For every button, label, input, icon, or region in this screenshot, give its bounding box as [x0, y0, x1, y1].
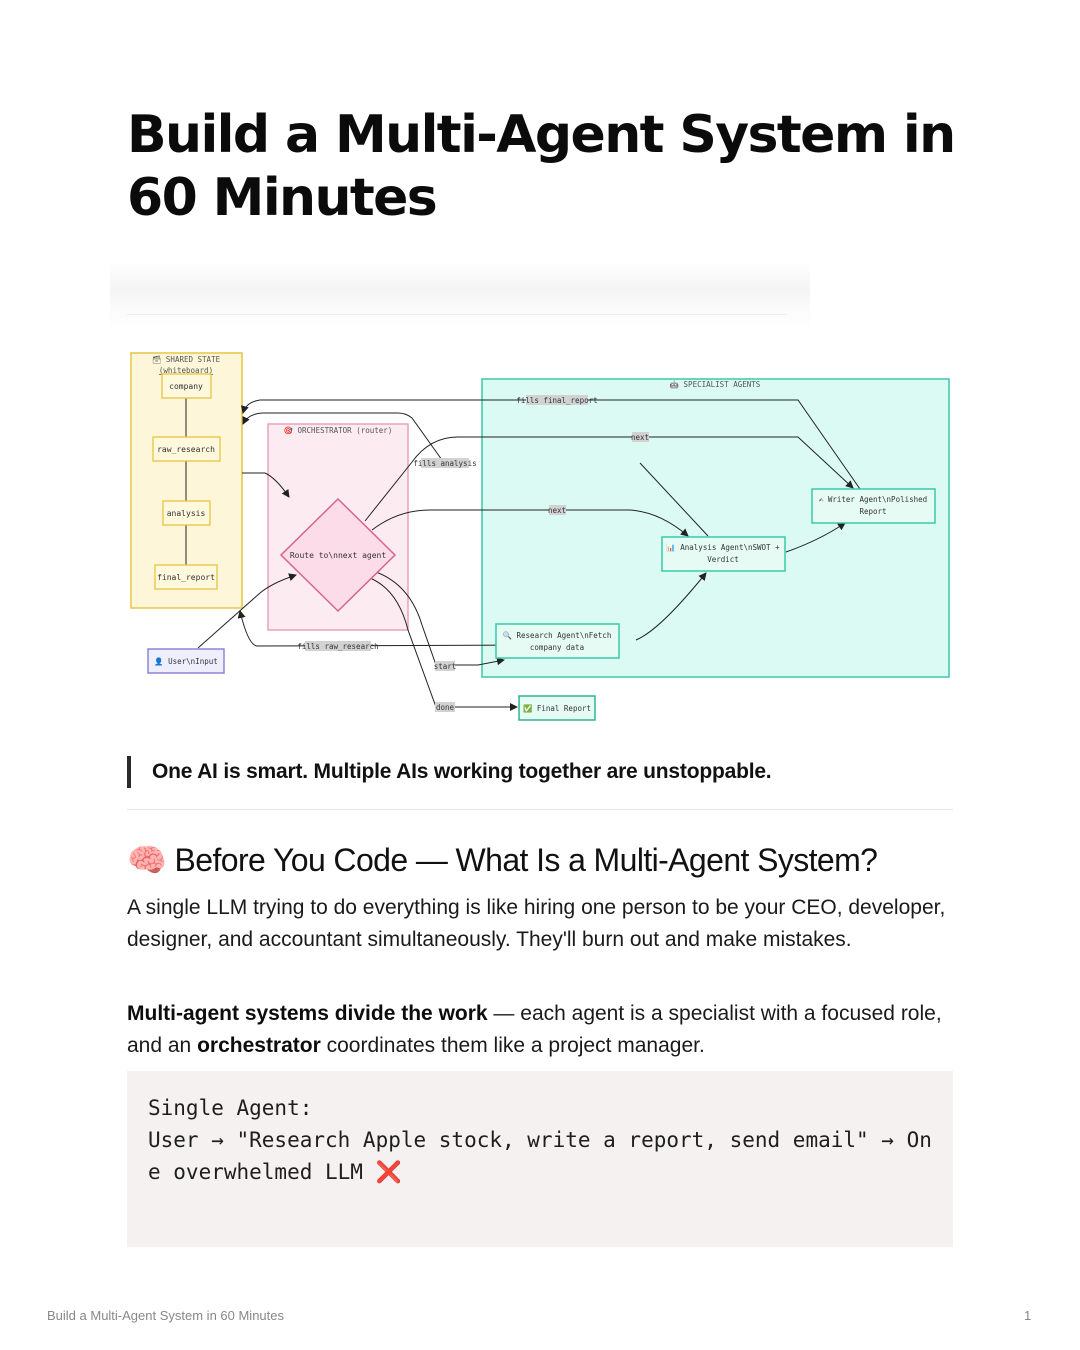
final-report-node	[518, 695, 596, 721]
final-report-label: ✅ Final Report	[523, 704, 591, 713]
shared-state-title: 🗃 SHARED STATE	[152, 355, 221, 364]
multi-agent-paragraph: Multi-agent systems divide the work — ea…	[127, 998, 957, 1062]
state-company-label: company	[169, 382, 203, 391]
para-text: — each agent is a specialist with a focu…	[127, 1002, 942, 1057]
para-text-end: coordinates them like a project manager.	[320, 1034, 705, 1057]
code-line-2: User → "Research Apple stock, write a re…	[148, 1128, 932, 1184]
state-analysis-label: analysis	[167, 509, 206, 518]
edge-label-fills-raw-research: fills raw_research	[297, 642, 378, 651]
section-heading-text: Before You Code — What Is a Multi-Agent …	[174, 842, 878, 878]
faint-image-artifact	[110, 262, 810, 332]
section-heading: 🧠 Before You Code — What Is a Multi-Agen…	[127, 838, 967, 882]
edge-label-next-top: next	[631, 433, 649, 442]
writer-agent-sublabel: Report	[859, 507, 886, 516]
state-raw-research-node	[152, 436, 221, 462]
writer-agent-label: ✍ Writer Agent\nPolished	[819, 495, 927, 504]
bold-orchestrator: orchestrator	[197, 1034, 321, 1057]
router-label: Route to\nnext agent	[290, 551, 387, 560]
research-agent-sublabel: company data	[530, 643, 584, 652]
state-final-report-node	[154, 564, 218, 590]
page-title: Build a Multi-Agent System in 60 Minutes	[127, 105, 956, 228]
research-agent-node	[495, 623, 620, 659]
state-company-node	[161, 373, 212, 399]
analysis-agent-label: 📊 Analysis Agent\nSWOT +	[666, 543, 780, 552]
edge-label-next-mid: next	[548, 506, 566, 515]
state-raw-research-label: raw_research	[157, 445, 215, 454]
footer-title: Build a Multi-Agent System in 60 Minutes	[47, 1308, 284, 1323]
code-line-1: Single Agent:	[148, 1096, 313, 1120]
router-diamond	[279, 497, 397, 613]
page-number: 1	[1024, 1308, 1032, 1323]
divider	[127, 809, 953, 810]
analysis-agent-node	[661, 536, 786, 572]
user-input-label: 👤 User\nInput	[154, 657, 218, 666]
user-input-node	[147, 648, 225, 674]
specialists-title: 🤖 SPECIALIST AGENTS	[670, 380, 761, 389]
shared-state-subtitle: (whiteboard)	[159, 366, 213, 375]
cross-mark-icon: ❌	[375, 1160, 402, 1184]
edge-label-done: done	[436, 703, 455, 712]
research-agent-label: 🔍 Research Agent\nFetch	[503, 630, 612, 640]
state-final-report-label: final_report	[157, 573, 215, 582]
writer-agent-node	[811, 488, 936, 524]
bold-phrase: Multi-agent systems divide the work	[127, 1002, 488, 1025]
state-analysis-node	[162, 500, 211, 526]
edge-label-fills-final-report: fills final_report	[516, 396, 597, 405]
analysis-agent-sublabel: Verdict	[707, 555, 739, 564]
orchestrator-title: 🎯 ORCHESTRATOR (router)	[284, 426, 393, 435]
edge-label-fills-analysis: fills analysis	[413, 459, 476, 468]
specialists-cluster	[481, 378, 950, 678]
shared-state-cluster	[130, 352, 243, 609]
brain-icon: 🧠	[127, 841, 167, 879]
blockquote: One AI is smart. Multiple AIs working to…	[127, 756, 772, 788]
edge-label-start: start	[434, 662, 457, 671]
code-block: Single Agent: User → "Research Apple sto…	[127, 1071, 953, 1247]
orchestrator-cluster	[267, 423, 409, 631]
intro-paragraph: A single LLM trying to do everything is …	[127, 896, 946, 951]
